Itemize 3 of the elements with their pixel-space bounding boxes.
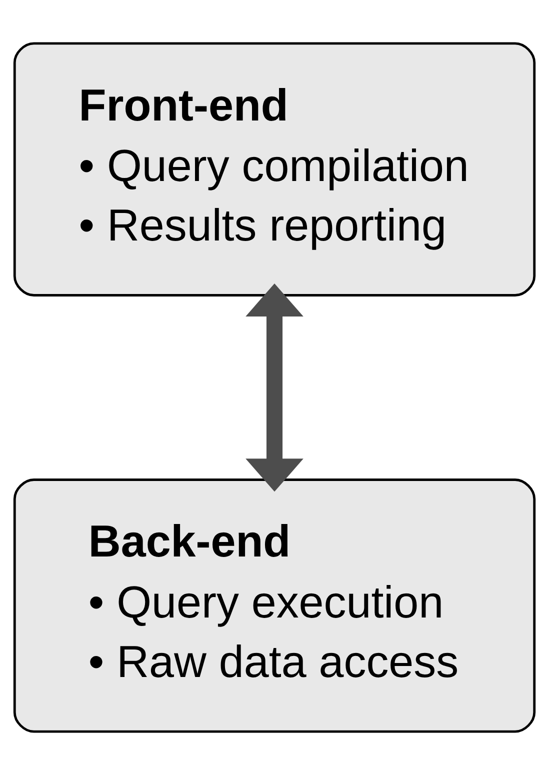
node-box: Front-end • Query compilation • Results reporting (13, 42, 536, 296)
node-box: Back-end • Query execution • Raw data access (13, 478, 536, 733)
arrow (246, 283, 304, 492)
